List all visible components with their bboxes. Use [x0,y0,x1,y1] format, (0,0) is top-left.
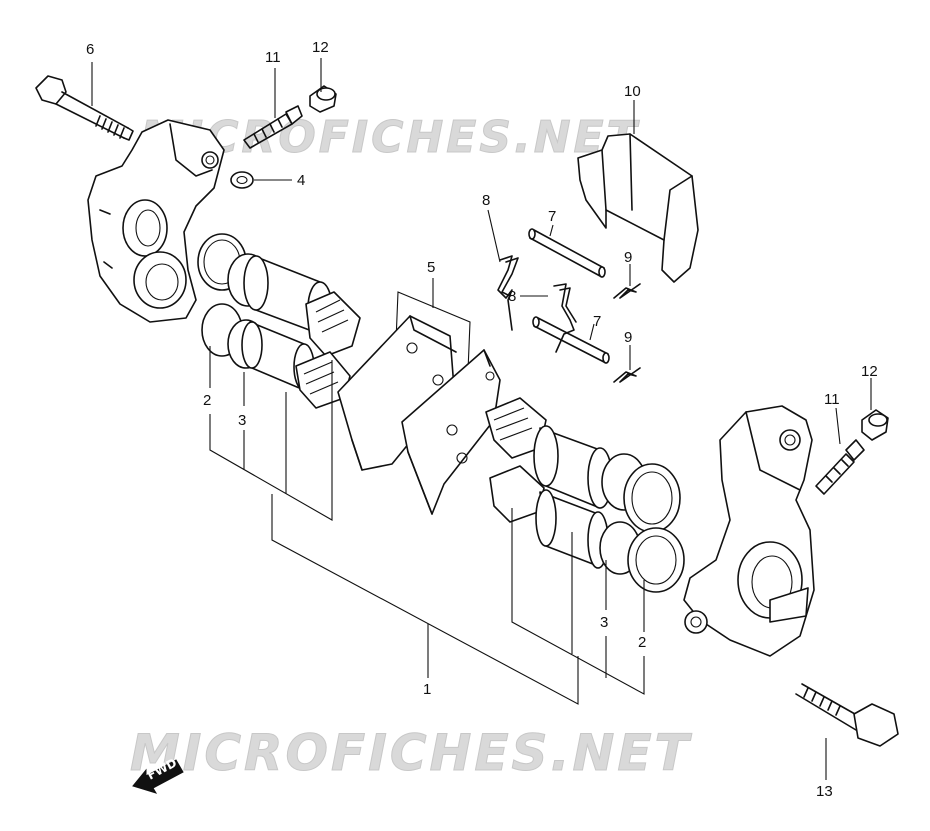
leader-lines [91,58,872,780]
callout-6: 6 [86,41,94,58]
callout-3-right: 3 [600,614,608,631]
brake-pad-left [337,315,457,471]
callout-3-left: 3 [238,412,246,429]
caliper-body-right [683,405,815,657]
callout-7-lower: 7 [593,313,601,330]
caliper-body-left [87,119,225,323]
pad-spring-10 [577,133,699,283]
callout-4: 4 [297,172,305,189]
callout-1: 1 [423,681,431,698]
pad-pin-7-upper [528,228,606,278]
callout-2-left: 2 [203,392,211,409]
washer-4 [230,171,254,189]
callout-2-right: 2 [638,634,646,651]
cap-12-left [309,85,337,113]
callout-9-upper: 9 [624,249,632,266]
callout-10: 10 [624,83,641,100]
pad-pin-7-lower [532,316,610,364]
cap-12-right [861,409,889,441]
bolt-13 [795,683,899,747]
watermark-bottom: MICROFICHES.NET [130,724,693,782]
brake-pad-right [401,349,501,515]
clip-9-upper [613,283,641,299]
callout-8-lower: 8 [508,288,516,305]
callout-11-left: 11 [265,49,281,66]
callout-12-right: 12 [861,363,878,380]
callout-13: 13 [816,783,833,800]
clip-9-lower [613,367,641,383]
callout-7-upper: 7 [548,208,556,225]
pad-spring-clip-8-lower [553,283,577,353]
callout-5: 5 [427,259,435,276]
callouts: 6 11 12 4 5 8 7 10 9 8 7 9 2 3 11 12 3 2… [86,39,878,800]
bolt-6 [35,75,134,141]
piston-seal-set-right [485,397,685,593]
pad-spring-clip-8-upper [497,255,519,331]
callout-11-right: 11 [824,391,840,408]
callout-9-lower: 9 [624,329,632,346]
callout-12-left: 12 [312,39,329,56]
piston-seal-set-left [197,233,361,409]
bleeder-valve-11-right [815,439,865,495]
callout-8-upper: 8 [482,192,490,209]
bleeder-valve-11-left [243,105,303,149]
